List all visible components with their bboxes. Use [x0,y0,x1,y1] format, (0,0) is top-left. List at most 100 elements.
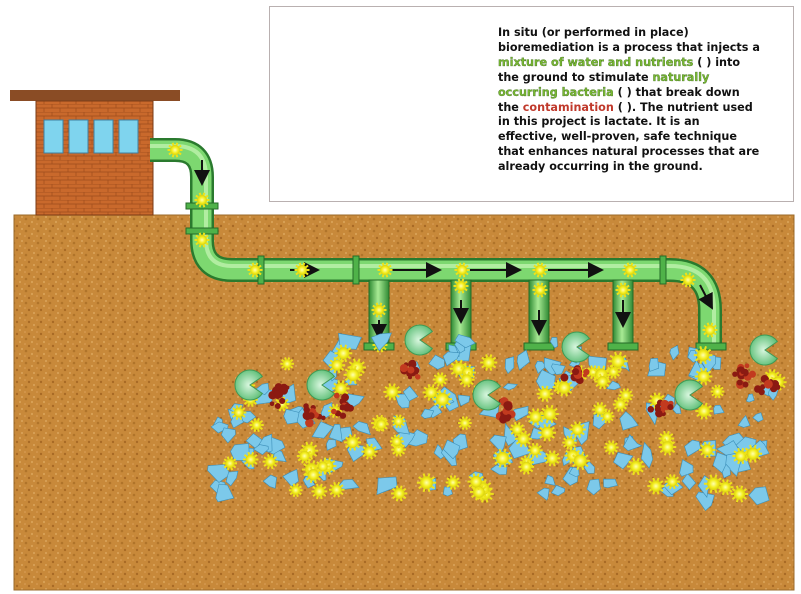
nutrient-particle [296,448,313,464]
water-droplet [586,478,601,496]
nutrient-particle [699,441,716,459]
water-droplet [606,380,621,391]
water-droplet [648,357,660,372]
nutrient-particle [627,457,645,476]
water-droplet [221,427,236,444]
nutrient-particle [343,365,363,385]
water-droplet [623,434,643,452]
nutrient-particle [612,397,628,412]
bacteria-cell [472,379,502,411]
water-droplet [252,444,269,455]
caption-line-6: the contamination ( ). The nutrient used [498,101,794,116]
nutrient-particle [416,473,437,493]
highlight-occurring-bacteria: occurring bacteria [498,85,614,99]
nutrient-particle [664,474,680,490]
highlight-naturally: naturally [652,70,710,84]
water-droplet [282,468,299,487]
caption-line-6-start: the [498,100,523,114]
water-droplet [767,388,779,401]
nutrient-particle [480,354,498,371]
nutrient-particle [294,262,310,278]
bacteria-cell [234,369,264,401]
nutrient-particle [373,416,389,432]
water-droplet [534,360,547,375]
caption-line-6-rest: ( ). The nutrient used [613,100,753,114]
nutrient-particle [702,322,718,338]
caption-line-3-rest: ( ) into [693,55,741,69]
nutrient-particle [710,384,725,399]
water-droplet [443,439,461,460]
highlight-contamination: contamination [522,100,614,114]
highlight-water-nutrients: mixture of water and nutrients [498,55,694,69]
water-droplet [428,354,445,370]
contamination-blob [331,392,354,419]
nutrient-particle [222,456,238,471]
nutrient-particle [467,473,485,491]
bacteria-cell [306,369,336,401]
water-droplet [420,408,435,419]
water-droplet [551,363,566,375]
water-droplet [370,332,392,352]
water-droplet [454,334,476,349]
nutrient-particle [391,414,406,429]
nutrient-particle [544,450,561,467]
nutrient-particle [389,434,404,449]
water-droplet [712,451,727,474]
caption-line-3: mixture of water and nutrients ( ) into [498,56,794,71]
caption-line-1: In situ (or performed in place) [498,26,689,39]
water-droplet [603,478,618,489]
nutrient-particle [608,351,628,371]
water-droplet [681,473,697,491]
nutrient-particle [194,192,210,208]
nutrient-particle [243,451,259,468]
contamination-blob [732,363,756,389]
nutrient-particle [247,262,263,278]
pump-house [10,90,180,216]
nutrient-particle [422,383,440,401]
nutrient-particle [328,357,346,374]
water-droplet [328,423,343,443]
nutrient-particle [432,372,448,387]
nutrient-particle [445,475,461,490]
water-droplet [442,351,461,367]
nutrient-particle [730,485,749,503]
water-droplet [672,403,682,414]
nutrient-particle [371,302,387,318]
water-droplet [504,356,515,374]
nutrient-particle [532,282,548,298]
nutrient-particle [694,367,713,386]
nutrient-particle [536,385,554,403]
nutrient-particle [603,440,619,455]
water-droplet [536,487,550,501]
caption-line-5-rest: ( ) that break down [613,85,740,99]
contamination-blob [647,399,674,418]
nutrient-particle [458,416,472,430]
water-droplet [490,464,508,475]
bacteria-cell [404,324,434,356]
water-droplet [619,411,639,431]
nutrient-particle [377,262,393,278]
water-droplet [613,452,634,470]
nutrient-particle [600,409,615,424]
water-droplet [748,486,770,506]
nutrient-particle [703,474,724,494]
nutrient-particle [540,404,559,424]
nutrient-particle [249,417,264,433]
nutrient-particle [262,454,278,470]
nutrient-particle [538,423,557,442]
nutrient-particle [231,405,247,420]
water-droplet [262,474,277,489]
nutrient-particle [693,346,713,365]
contamination-blob [268,383,290,409]
bacteria-cell [674,379,704,411]
nutrient-particle [391,485,408,502]
water-droplet [687,349,698,363]
nutrient-particle [315,459,331,474]
nutrient-particle [328,481,345,498]
nutrient-particle [555,378,574,397]
water-droplet [394,430,416,449]
water-droplet [550,484,566,497]
water-droplet [326,439,337,451]
nutrient-particle [526,408,545,426]
